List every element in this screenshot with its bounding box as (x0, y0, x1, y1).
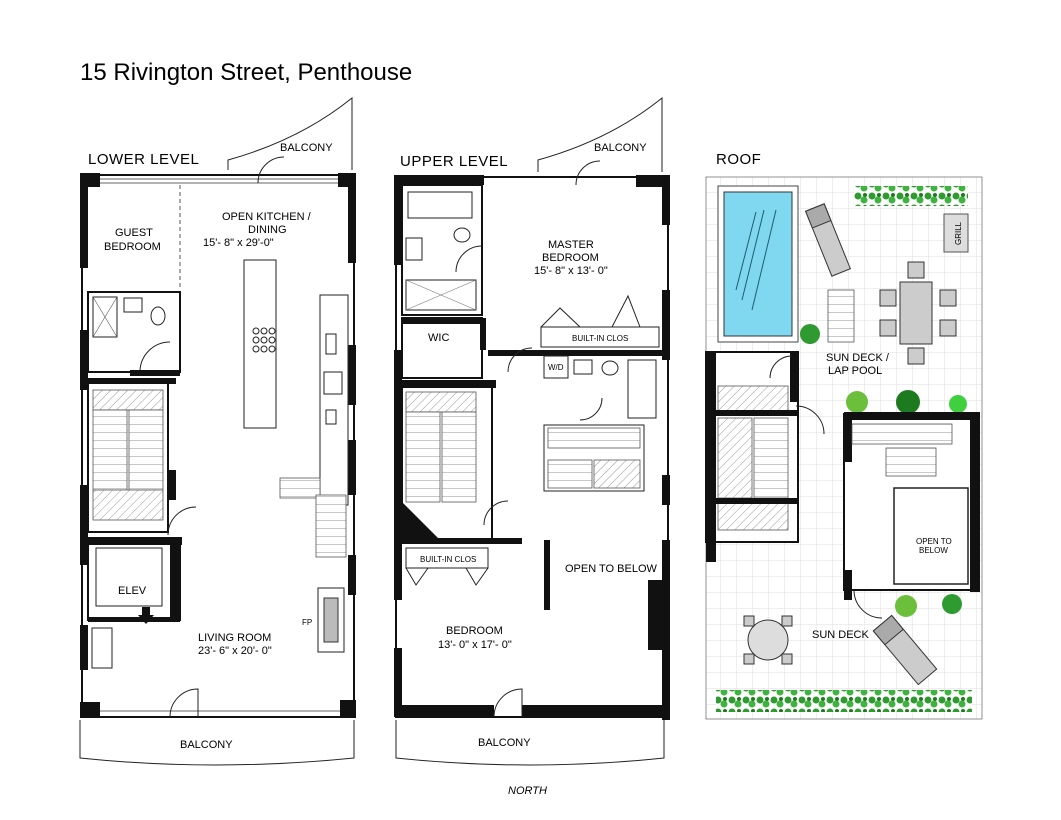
upper-level-heading: UPPER LEVEL (400, 153, 508, 170)
top-planter (854, 186, 968, 206)
lower-level-plan: LOWER LEVEL BALCONY GUEST BEDROOM (79, 96, 356, 766)
upper-bottom-balcony (395, 720, 665, 766)
master-label-1: MASTER (548, 239, 594, 251)
guest-bedroom-label-1: GUEST (115, 227, 153, 239)
living-room-dimensions: 23'- 6" x 20'- 0" (198, 645, 272, 657)
kitchen-label-1: OPEN KITCHEN / (222, 211, 312, 223)
bedroom-label: BEDROOM (446, 625, 503, 637)
dining-table (899, 281, 933, 345)
upper-top-balcony-label: BALCONY (594, 142, 647, 154)
master-label-2: BEDROOM (542, 252, 599, 264)
guest-bedroom-label-2: BEDROOM (104, 241, 161, 253)
living-room-label: LIVING ROOM (198, 632, 271, 644)
planter-shrubs (800, 324, 967, 617)
elevator-label: ELEV (118, 585, 147, 597)
pool-water (723, 191, 793, 337)
sun-deck-label: SUN DECK (812, 629, 870, 641)
lower-bottom-balcony-label: BALCONY (180, 739, 233, 751)
page-title: 15 Rivington Street, Penthouse (80, 59, 412, 86)
built-in-closet-master (540, 326, 660, 348)
kitchen-dimensions: 15'- 8" x 29'-0" (203, 237, 274, 249)
lower-level-heading: LOWER LEVEL (88, 151, 199, 168)
sun-deck-pool-label-2: LAP POOL (828, 365, 882, 377)
roof-plan: ROOF GRILL SUN DECK / LAP PO (705, 151, 983, 720)
master-dimensions: 15'- 8" x 13'- 0" (534, 265, 608, 277)
washer-dryer-label: W/D (548, 363, 564, 372)
kitchen-island (243, 259, 277, 429)
bedroom-dimensions: 13'- 0" x 17'- 0" (438, 639, 512, 651)
kitchen-label-2: DINING (248, 224, 287, 236)
sun-deck-pool-label-1: SUN DECK / (826, 352, 890, 364)
built-in-closet-master-label: BUILT-IN CLOS (572, 334, 628, 343)
fireplace (317, 587, 345, 653)
upper-bottom-balcony-label: BALCONY (478, 737, 531, 749)
washer-dryer (543, 355, 569, 379)
upper-bathroom (401, 184, 483, 316)
lounge-chair-top (804, 203, 852, 277)
fireplace-label: FP (302, 618, 312, 627)
lower-top-balcony (227, 96, 353, 170)
lower-top-balcony-label: BALCONY (280, 142, 333, 154)
upper-open-to-below-label: OPEN TO BELOW (565, 563, 658, 575)
built-in-closet-bedroom-label: BUILT-IN CLOS (420, 555, 476, 564)
cooktop-icon (252, 327, 276, 353)
wic-label: WIC (428, 332, 449, 344)
bottom-planter (716, 690, 972, 712)
walk-in-closet (401, 317, 483, 379)
upper-top-balcony (537, 96, 663, 172)
built-in-closet-bedroom (405, 547, 489, 569)
upper-level-plan: UPPER LEVEL BALCONY WIC MASTER BEDROOM 1 (394, 96, 670, 766)
grill (943, 213, 969, 253)
roof-heading: ROOF (716, 151, 761, 168)
elevator-shaft (87, 539, 181, 621)
lower-bottom-balcony (79, 720, 355, 766)
north-indicator: NORTH (508, 785, 547, 797)
lower-bathroom (87, 291, 181, 373)
roof-stairs (543, 424, 645, 492)
grill-label: GRILL (954, 221, 963, 245)
kitchen-counter (319, 294, 349, 506)
roof-open-to-below-2: BELOW (919, 546, 948, 555)
round-table (743, 615, 793, 665)
roof-open-to-below-1: OPEN TO (916, 537, 952, 546)
lounge-chair-bottom (872, 614, 938, 686)
